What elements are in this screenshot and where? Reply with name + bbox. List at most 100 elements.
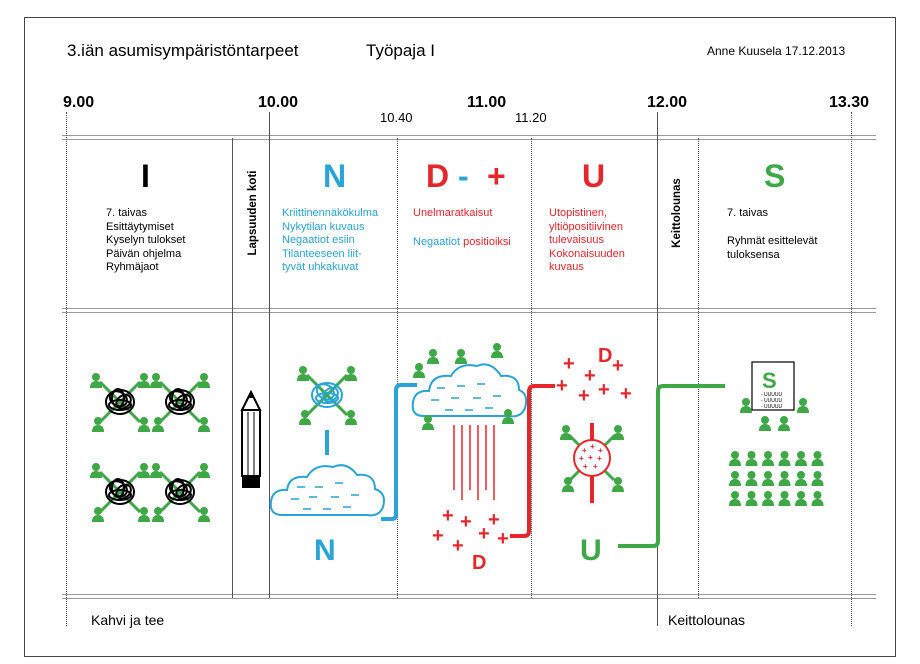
pencil-icon	[240, 389, 262, 488]
phase-i-letter: I	[141, 158, 150, 194]
timeline-line-11-20	[531, 138, 532, 598]
audience-person-icon	[795, 491, 807, 506]
svg-text:+: +	[556, 375, 568, 397]
svg-text:+: +	[583, 462, 588, 471]
svg-text:+: +	[588, 453, 593, 462]
timeline-line-12-00	[657, 112, 658, 626]
svg-text:+: +	[432, 525, 444, 547]
svg-text:+: +	[579, 454, 584, 463]
presentation-board-icon: S - UUUUU - UUUUU - UUUUU	[751, 361, 795, 411]
phase-d-letter: D	[426, 158, 450, 194]
svg-text:+: +	[578, 385, 590, 407]
audience-person-icon	[795, 451, 807, 466]
divider-bottom	[62, 594, 876, 599]
svg-text:+: +	[620, 383, 632, 405]
audience-person-icon	[729, 471, 741, 486]
u-top-d-label: D	[598, 345, 612, 367]
phase-n-letter: N	[323, 158, 347, 194]
svg-text:+: +	[497, 528, 509, 550]
svg-text:+: +	[584, 365, 596, 387]
phase-i-items: 7. taivas Esittäytymiset Kyselyn tulokse…	[106, 207, 186, 273]
audience-person-icon	[729, 451, 741, 466]
audience-person-icon	[745, 471, 758, 486]
audience	[729, 451, 824, 506]
time-12-00: 12.00	[647, 94, 688, 111]
audience-person-icon	[729, 491, 741, 506]
timeline-line-10-40	[397, 138, 398, 598]
column-line-keittolounas-right	[698, 138, 699, 598]
time-11-20: 11.20	[515, 110, 547, 125]
phase-u-items: Utopistinen, yltiöpositiivinen tulevaisu…	[549, 207, 625, 273]
time-10-00: 10.00	[258, 94, 299, 111]
svg-text:+: +	[590, 442, 595, 451]
svg-text:+: +	[598, 379, 610, 401]
n-to-d-connector	[381, 383, 417, 521]
s-board-line: - UUUUU	[761, 398, 782, 404]
svg-text:+: +	[598, 446, 603, 455]
svg-text:+: +	[488, 509, 500, 531]
page-subtitle: Työpaja I	[366, 41, 435, 60]
phase-u-letter: U	[582, 158, 606, 194]
audience-person-icon	[762, 451, 774, 466]
divider-middle	[62, 308, 876, 313]
svg-text:+: +	[597, 454, 602, 463]
author-date: Anne Kuusela 17.12.2013	[707, 44, 846, 58]
phase-d-line1: Unelmaratkaisut	[413, 207, 493, 219]
group-icon	[90, 463, 150, 522]
audience-person-icon	[811, 451, 824, 466]
u-group-icon: +++ +++ ++	[560, 423, 624, 503]
n-bottom-label: N	[314, 534, 336, 567]
phase-n-items: Kriittinennäkökulma Nykytilan kuvaus Neg…	[282, 207, 378, 273]
audience-person-icon	[762, 491, 774, 506]
svg-text:+: +	[612, 355, 624, 377]
audience-person-icon	[795, 471, 807, 486]
audience-person-icon	[745, 491, 758, 506]
column-line-lapsuuden-left	[232, 138, 233, 598]
svg-text:+: +	[478, 523, 490, 545]
audience-person-icon	[811, 471, 824, 486]
svg-text:+: +	[452, 535, 464, 557]
d-rain-lines	[453, 425, 495, 500]
phase-s-letter: S	[764, 158, 786, 194]
s-board-line: - UUUUU	[761, 404, 782, 410]
audience-person-icon	[745, 451, 758, 466]
s-board-letter: S	[762, 368, 777, 393]
time-13-30: 13.30	[829, 94, 870, 111]
u-bottom-label: U	[580, 534, 602, 567]
timeline-line-9-00	[66, 112, 67, 626]
u-to-s-connector	[618, 384, 725, 548]
u-plus-signs: +++ ++++	[556, 353, 632, 407]
phase-s-line2: Ryhmät esittelevät tuloksensa	[727, 235, 818, 261]
phase-s-line1: 7. taivas	[727, 207, 768, 219]
page-title: 3.iän asumisympäristöntarpeet	[67, 41, 299, 60]
phase-d-negaatiot: Negaatiot	[413, 236, 461, 248]
group-icon	[150, 373, 210, 432]
footer-lunch: Keittolounas	[668, 612, 746, 628]
svg-text:+: +	[582, 446, 587, 455]
timeline-line-10-00	[269, 112, 270, 598]
audience-person-icon	[811, 491, 824, 506]
phase-d-positioiksi: positioiksi	[460, 236, 511, 248]
d-cloud-icon	[411, 363, 528, 418]
page-frame	[24, 17, 896, 657]
audience-person-icon	[778, 451, 791, 466]
footer-coffee: Kahvi ja tee	[91, 612, 165, 628]
svg-text:+: +	[442, 505, 454, 527]
group-icon	[150, 463, 210, 522]
group-icon	[90, 373, 150, 432]
d-bottom-label: D	[472, 552, 486, 574]
d-to-u-connector	[510, 384, 555, 538]
audience-person-icon	[778, 491, 791, 506]
timeline-line-13-30	[851, 112, 852, 626]
n-cloud-icon	[269, 464, 385, 517]
audience-person-icon	[778, 471, 791, 486]
svg-text:+: +	[593, 462, 598, 471]
time-10-40: 10.40	[380, 110, 413, 125]
d-plus-signs: +++ ++++	[432, 505, 509, 557]
phase-d-minus: -	[458, 158, 469, 194]
s-board-line: - UUUUU	[761, 392, 782, 398]
audience-person-icon	[762, 471, 774, 486]
phase-d-plus: +	[487, 158, 506, 194]
